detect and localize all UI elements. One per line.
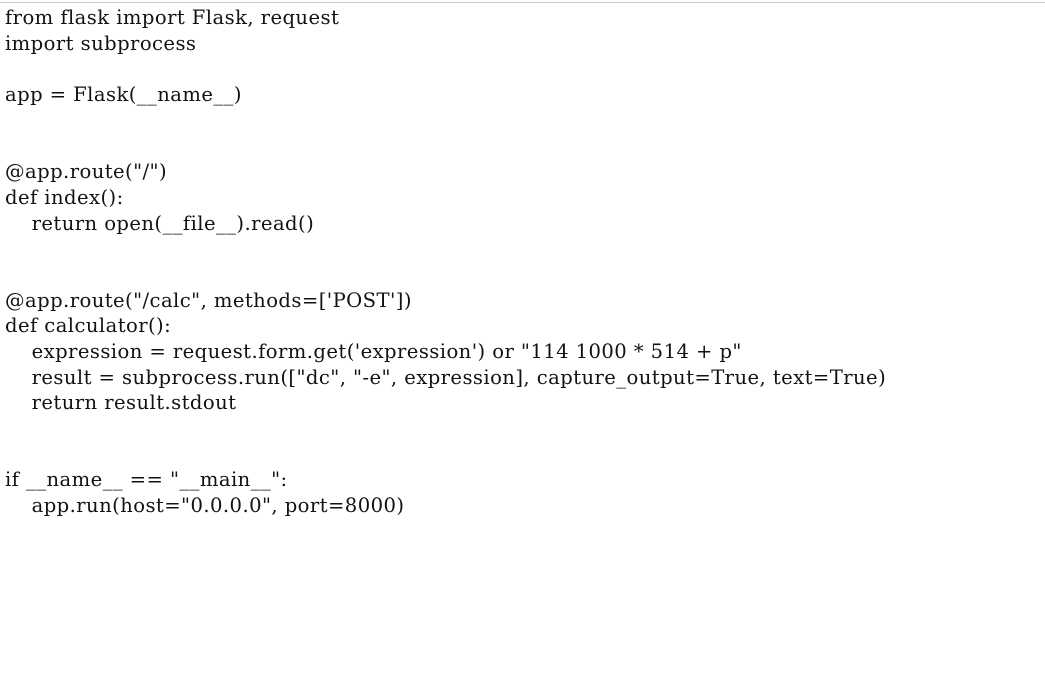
code-line — [5, 262, 1045, 288]
code-line: import subprocess — [5, 31, 197, 55]
code-line: def calculator(): — [5, 314, 172, 338]
code-line — [5, 108, 1045, 134]
code-line — [5, 416, 1045, 442]
code-line: app = Flask(__name__) — [5, 83, 242, 107]
code-line — [5, 442, 1045, 468]
code-line: return open(__file__).read() — [5, 211, 315, 235]
code-line — [5, 236, 1045, 262]
code-line: app.run(host="0.0.0.0", port=8000) — [5, 494, 405, 518]
code-line: from flask import Flask, request — [5, 6, 340, 29]
top-divider-rule — [0, 2, 1045, 3]
code-line: result = subprocess.run(["dc", "-e", exp… — [5, 365, 887, 389]
code-line — [5, 133, 1045, 159]
code-line: if __name__ == "__main__": — [5, 468, 288, 492]
code-line: @app.route("/calc", methods=['POST']) — [5, 288, 412, 312]
code-line: return result.stdout — [5, 391, 237, 415]
code-line: @app.route("/") — [5, 160, 168, 184]
code-line: expression = request.form.get('expressio… — [5, 339, 742, 363]
code-line: def index(): — [5, 185, 124, 209]
code-line — [5, 56, 1045, 82]
